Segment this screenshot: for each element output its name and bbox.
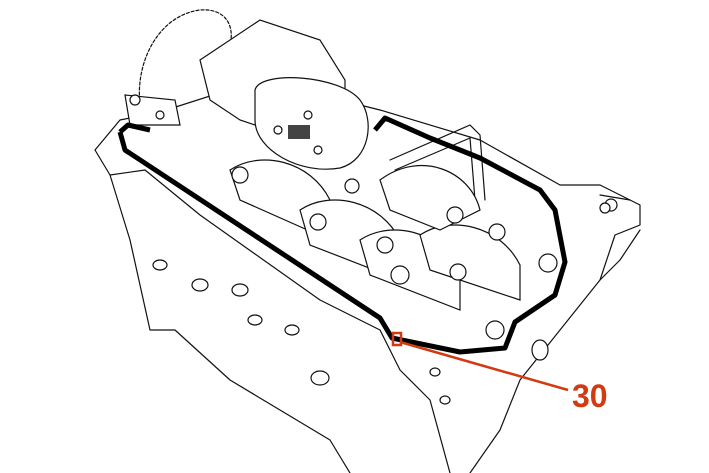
- oil-pan-gasket: [117, 115, 568, 355]
- crankshaft-bearings: [229, 159, 558, 340]
- seal-marker: [391, 331, 403, 347]
- block-holes: [152, 202, 611, 405]
- camshaft-housing: [199, 19, 369, 170]
- oil-pipe: [389, 124, 486, 201]
- callout-30-leader: [391, 331, 569, 392]
- bearing-bolts: [231, 166, 558, 340]
- timing-chain-sprocket: [124, 9, 232, 126]
- callout-label-30: 30: [572, 378, 608, 414]
- leader-line: [399, 340, 569, 392]
- oil-strainer: [288, 125, 310, 139]
